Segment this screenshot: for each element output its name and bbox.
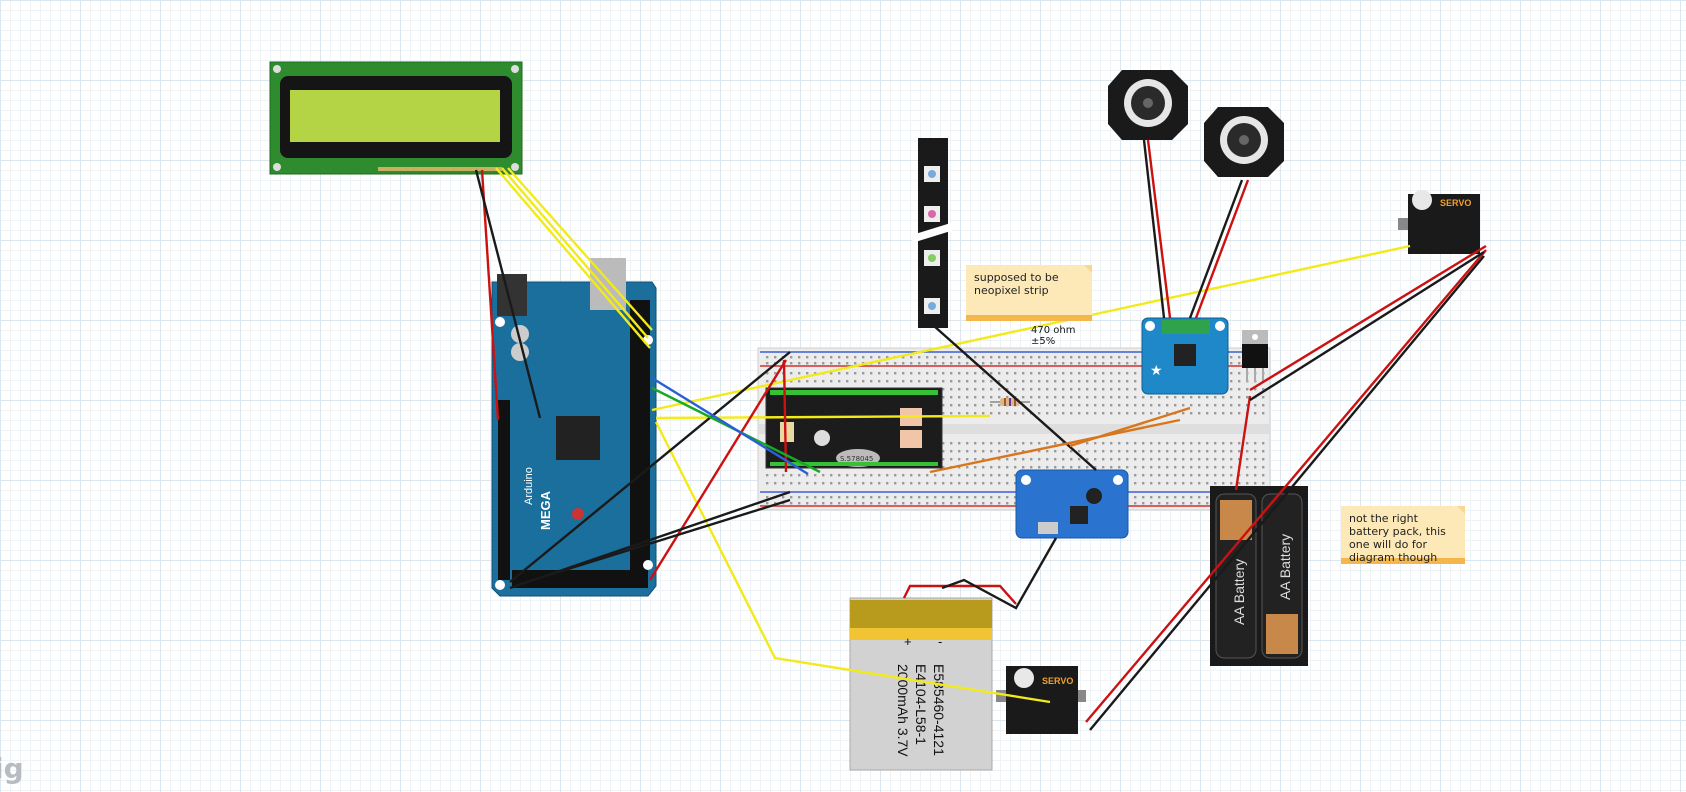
arduino-mega[interactable]: Arduino MEGA (491, 258, 657, 597)
wires (474, 139, 1487, 731)
wire-yellow (651, 244, 1411, 412)
mcu-chip (556, 416, 600, 460)
lcd-module[interactable] (269, 61, 523, 175)
lipo-minus-label: - (938, 634, 942, 649)
arduino-model-label: MEGA (538, 490, 553, 530)
speaker-left[interactable] (1108, 70, 1188, 140)
wire-red (1249, 244, 1487, 392)
analog-header (498, 400, 510, 580)
aa-battery-holder[interactable]: AA Battery AA Battery (1210, 486, 1308, 666)
wire-black (509, 351, 791, 583)
sound-module-pins (770, 390, 938, 466)
lipo-label-2: E4104-L58-1 (913, 664, 929, 745)
wire-yellow (495, 167, 651, 349)
battery-note: not the right battery pack, this one wil… (1341, 506, 1465, 564)
wire-red (648, 359, 788, 581)
servo-top[interactable]: SERVO (1398, 190, 1480, 254)
wire-yellow (507, 167, 653, 331)
servo-top-label: SERVO (1440, 198, 1471, 208)
wire-black (1089, 255, 1485, 731)
wire-orange (1069, 406, 1191, 448)
wire-orange (929, 418, 1181, 474)
wire-red (782, 359, 788, 473)
lipo-label-3: 2000mAh 3.7V (895, 664, 911, 757)
amplifier-board[interactable]: ★ (1141, 317, 1229, 395)
powerboost-board[interactable] (1015, 469, 1129, 539)
wire-black (474, 169, 542, 419)
servo-bottom[interactable]: SERVO (996, 666, 1086, 734)
star-icon: ★ (1150, 362, 1163, 378)
lipo-plus-label: + (904, 634, 912, 649)
wire-red (480, 169, 500, 421)
wire-red (1194, 179, 1250, 319)
neopixel-note: supposed to be neopixel strip (966, 265, 1092, 321)
wire-black (941, 537, 1058, 610)
logo-text: ig (0, 752, 24, 785)
wire-black (1142, 139, 1166, 319)
arduino-brand-label: Arduino (523, 467, 535, 505)
wire-blue (651, 376, 809, 476)
lipo-label-1: E585460-4121 (931, 664, 947, 756)
resistor-value-label: 470 ohm (1031, 325, 1076, 336)
wire-black (933, 325, 1097, 471)
resistor-tolerance-label: ±5% (1031, 336, 1056, 347)
lcd-screen (290, 90, 500, 142)
wire-red (1146, 139, 1172, 319)
sound-module[interactable]: S.578045 (765, 387, 943, 469)
wire-black (1249, 250, 1485, 402)
digital-header (630, 300, 650, 570)
wire-red (1085, 249, 1487, 723)
wire-red (1234, 395, 1252, 491)
wire-black (519, 498, 791, 586)
aa-battery-label-left: AA Battery (1231, 559, 1247, 625)
lipo-battery[interactable]: + - E585460-4121 E4104-L58-1 2000mAh 3.7… (849, 597, 993, 771)
resistor-470-ohm[interactable] (990, 398, 1030, 406)
crystal-label: S.578045 (840, 455, 873, 463)
wire-yellow (501, 167, 649, 339)
wire-yellow (654, 421, 1051, 704)
servo-bottom-label: SERVO (1042, 676, 1073, 686)
neopixel-leds (924, 166, 940, 314)
reset-button[interactable] (572, 508, 584, 520)
speaker-right[interactable] (1204, 107, 1284, 177)
neopixel-strip[interactable] (912, 138, 954, 328)
lcd-pins (378, 167, 502, 171)
aa-battery-label-right: AA Battery (1277, 534, 1293, 600)
wire-red (902, 584, 1017, 605)
wire-black (1188, 179, 1244, 319)
voltage-regulator[interactable] (1242, 330, 1268, 382)
